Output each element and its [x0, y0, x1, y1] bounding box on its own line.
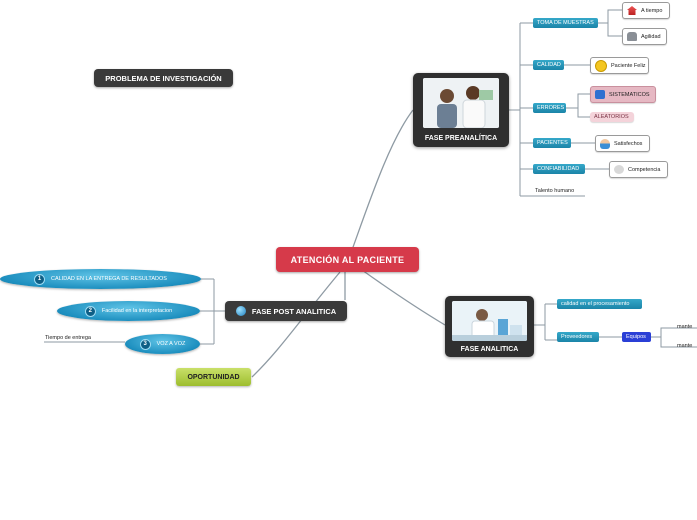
sistematicos-label: SISTEMATICOS	[609, 91, 650, 98]
calidad-label: CALIDAD	[537, 62, 561, 68]
node-fase-preanalitica[interactable]: FASE PREANALÍTICA	[413, 73, 509, 147]
smiley-icon	[595, 59, 607, 72]
number-badge: 3	[139, 338, 151, 350]
number-badge: 2	[84, 305, 96, 317]
analitica-photo-image	[452, 301, 527, 341]
pacientes-label: PACIENTES	[537, 140, 568, 146]
node-calidad-entrega-resultados[interactable]: 1 CALIDAD EN LA ENTREGA DE RESULTADOS	[0, 269, 201, 289]
book-icon	[595, 90, 605, 99]
problema-label: PROBLEMA DE INVESTIGACIÓN	[105, 73, 222, 83]
confiabilidad-label: CONFIABILIDAD	[537, 166, 580, 172]
equipos-label: Equipos	[626, 334, 646, 340]
paciente-feliz-label: Paciente Feliz	[611, 62, 646, 69]
calidad-proc-label: calidad en el procesamiento	[561, 301, 630, 307]
agilidad-label: Agilidad	[641, 33, 661, 40]
leaf-satisfechos[interactable]: Satisfechos	[595, 135, 650, 152]
node-fase-analitica[interactable]: FASE ANALITICA	[445, 296, 534, 357]
node-pacientes[interactable]: PACIENTES	[533, 138, 571, 148]
node-tiempo-de-entrega[interactable]: Tiempo de entrega	[45, 335, 91, 341]
node-proveedores[interactable]: Proveedores	[557, 332, 599, 342]
house-icon	[627, 6, 637, 15]
node-mante-1[interactable]: mante	[677, 324, 692, 330]
leaf-competencia[interactable]: Competencia	[609, 161, 668, 178]
toma-label: TOMA DE MUESTRAS	[537, 20, 594, 26]
aleatorios-label: ALEATORIOS	[594, 114, 629, 120]
node-calidad-procesamiento[interactable]: calidad en el procesamiento	[557, 299, 642, 309]
proveedores-label: Proveedores	[561, 334, 593, 340]
node-facilidad-interpretacion[interactable]: 2 Facilidad en la interpretacion	[57, 301, 200, 321]
leaf-aleatorios[interactable]: ALEATORIOS	[590, 112, 634, 122]
leaf-agilidad[interactable]: Agilidad	[622, 28, 667, 45]
analitica-label: FASE ANALITICA	[460, 346, 519, 353]
mante-1-label: mante	[677, 324, 693, 330]
competencia-label: Competencia	[628, 166, 661, 173]
node-voz-a-voz[interactable]: 3 VOZ A VOZ	[125, 334, 200, 354]
node-problema-investigacion[interactable]: PROBLEMA DE INVESTIGACIÓN	[94, 69, 233, 87]
oportunidad-label: OPORTUNIDAD	[187, 373, 240, 381]
node-confiabilidad[interactable]: CONFIABILIDAD	[533, 164, 585, 174]
node-equipos[interactable]: Equipos	[622, 332, 651, 342]
node-toma-de-muestras[interactable]: TOMA DE MUESTRAS	[533, 18, 598, 28]
talento-label: Talento humano	[535, 188, 575, 194]
satisfechos-label: Satisfechos	[614, 140, 643, 147]
node-oportunidad[interactable]: OPORTUNIDAD	[176, 368, 251, 386]
post-item-3-label: VOZ A VOZ	[156, 341, 186, 347]
node-talento-humano[interactable]: Talento humano	[535, 188, 574, 194]
number-badge: 1	[34, 273, 46, 285]
node-fase-post-analitica[interactable]: FASE POST ANALITICA	[225, 301, 347, 321]
person-icon	[600, 138, 610, 149]
post-item-1-label: CALIDAD EN LA ENTREGA DE RESULTADOS	[51, 276, 167, 282]
preanalitica-label: FASE PREANALÍTICA	[424, 135, 498, 142]
car-icon	[627, 32, 637, 41]
central-topic-label: ATENCIÓN AL PACIENTE	[290, 254, 405, 265]
post-item-2-label: Facilidad en la interpretacion	[101, 308, 173, 314]
leaf-sistematicos[interactable]: SISTEMATICOS	[590, 86, 656, 103]
post-analitica-label: FASE POST ANALITICA	[251, 306, 337, 316]
node-errores[interactable]: ERRORES	[533, 103, 566, 113]
a-tiempo-label: A tiempo	[641, 7, 663, 14]
leaf-paciente-feliz[interactable]: Paciente Feliz	[590, 57, 649, 74]
globe-icon	[235, 306, 246, 316]
tiempo-label: Tiempo de entrega	[45, 335, 91, 341]
leaf-a-tiempo[interactable]: A tiempo	[622, 2, 670, 19]
cloud-icon	[614, 165, 624, 174]
mante-2-label: mante	[677, 343, 693, 349]
errores-label: ERRORES	[537, 105, 565, 111]
node-mante-2[interactable]: mante	[677, 343, 692, 349]
central-topic[interactable]: ATENCIÓN AL PACIENTE	[276, 247, 419, 272]
preanalitica-photo-image	[423, 78, 499, 128]
node-calidad[interactable]: CALIDAD	[533, 60, 564, 70]
